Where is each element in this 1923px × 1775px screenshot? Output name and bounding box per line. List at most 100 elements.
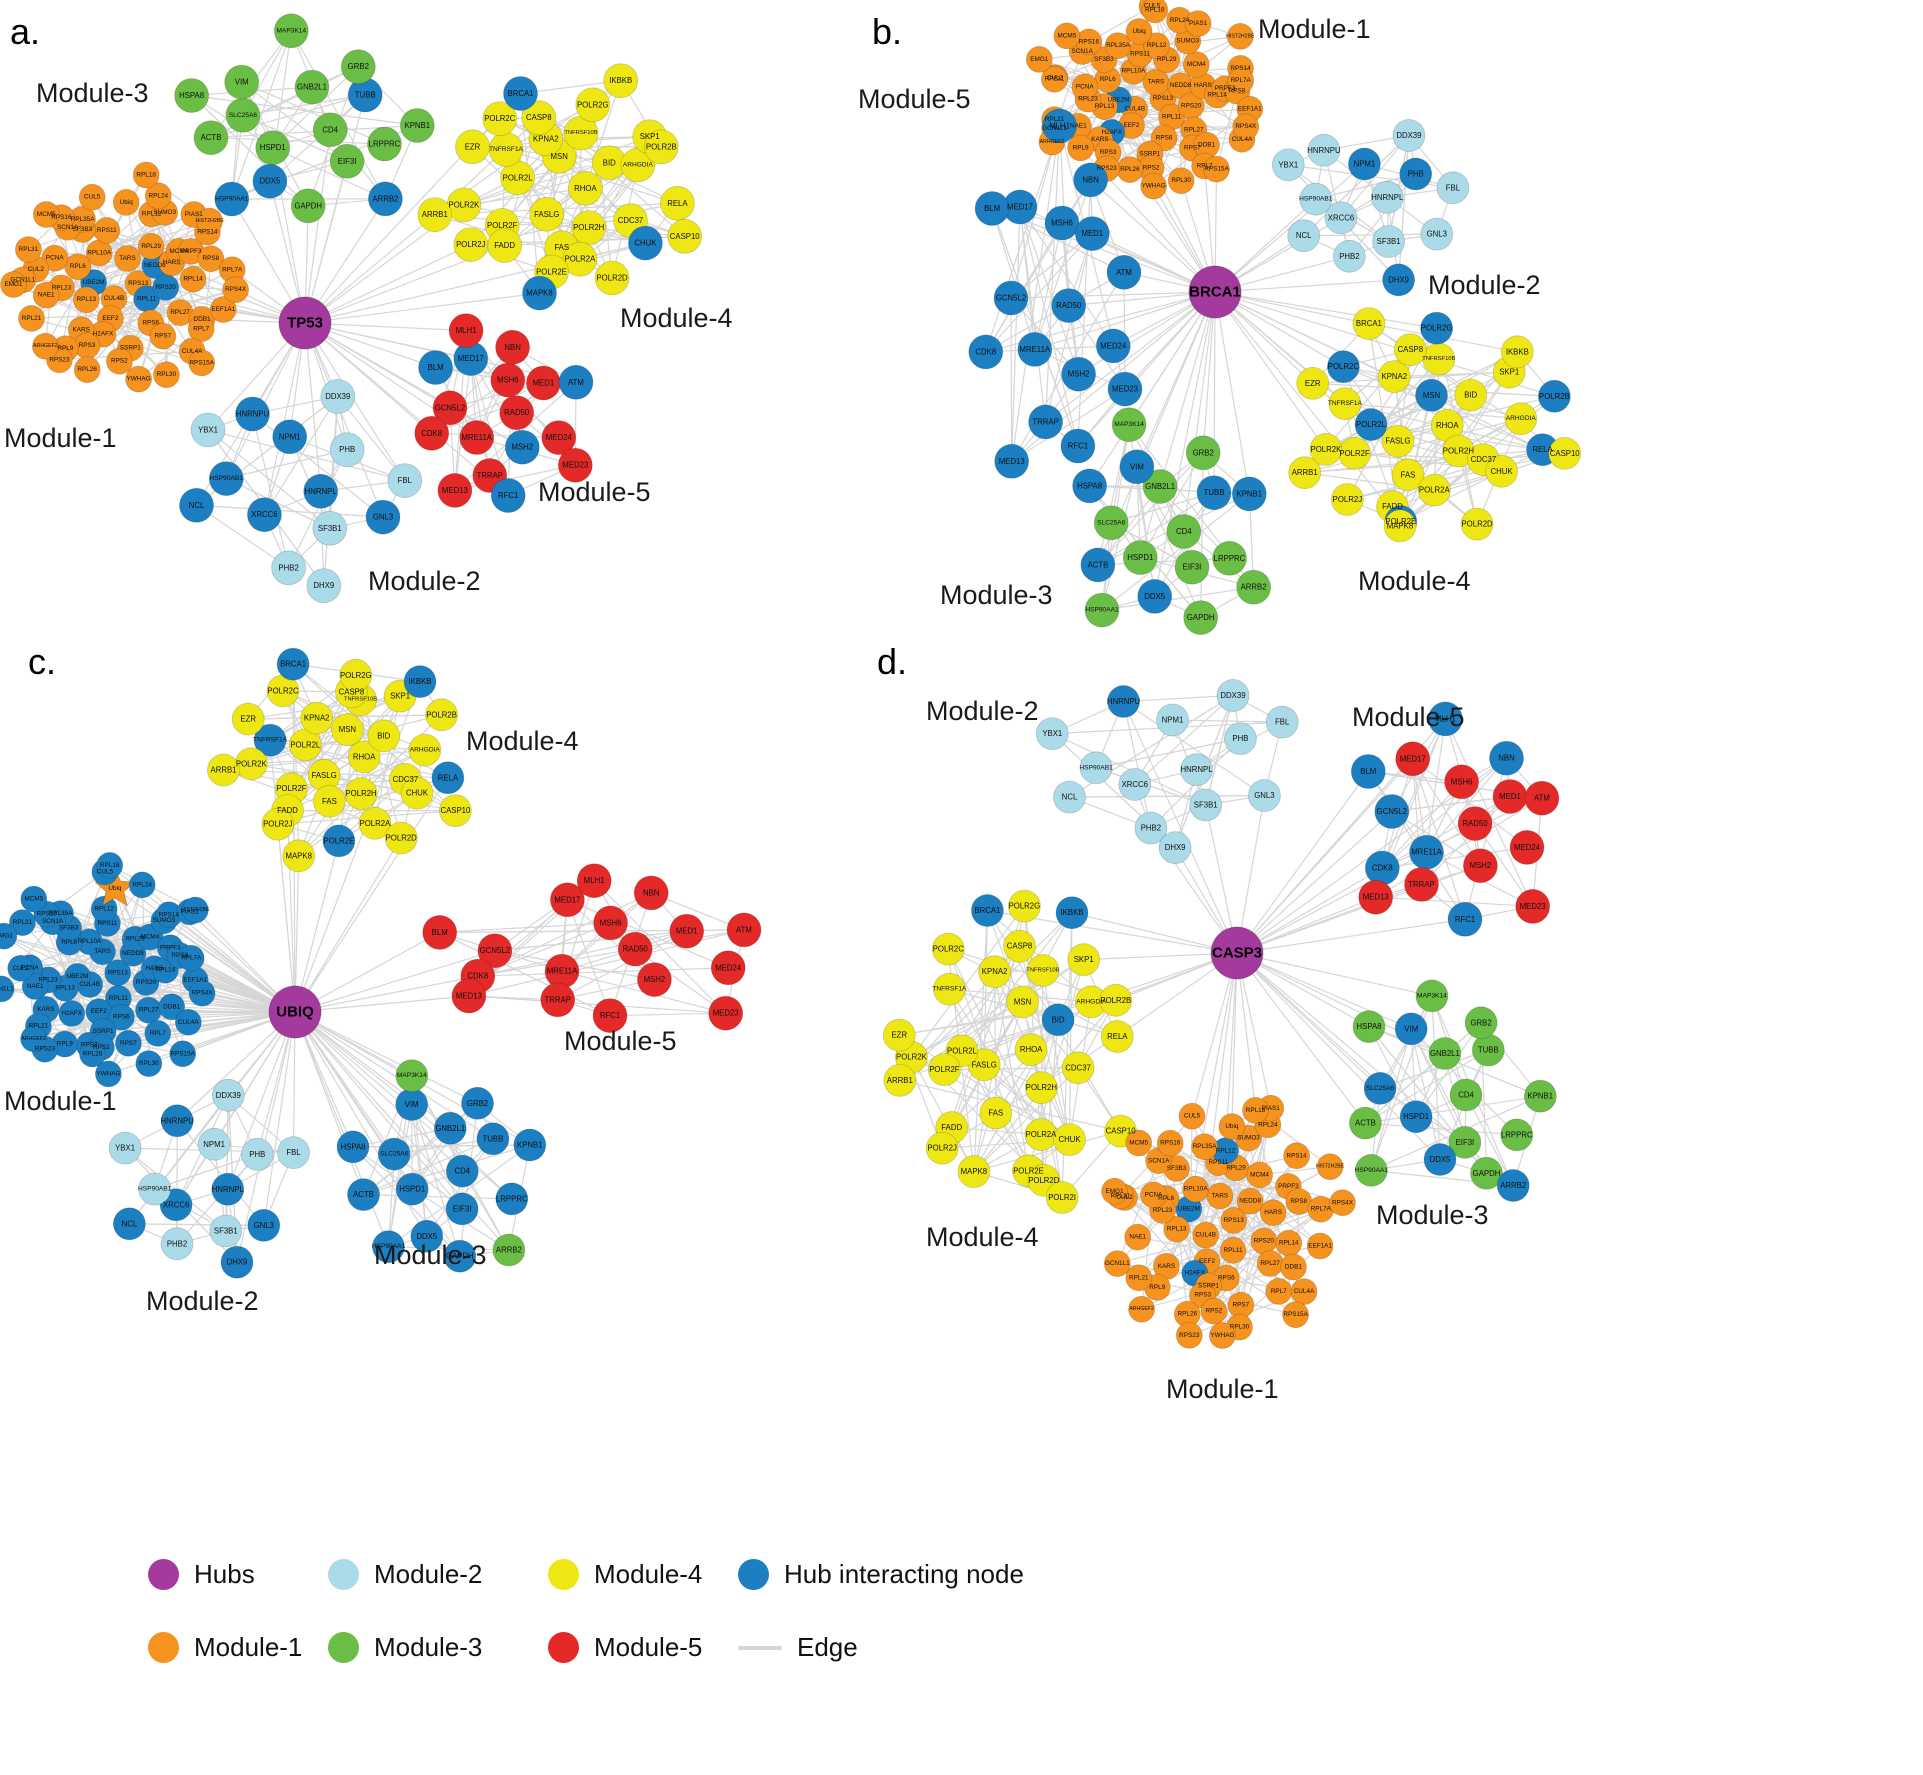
- node-label: SKP1: [1074, 955, 1094, 964]
- node-phb: [1399, 157, 1433, 191]
- node-label: YBX1: [115, 1144, 135, 1153]
- legend-item-module-5: Module-5: [548, 1632, 738, 1663]
- node-label: MCM5: [37, 211, 56, 218]
- node-eif3i: [445, 1192, 479, 1226]
- edge: [1236, 952, 1257, 1111]
- node-rpl24: [144, 182, 172, 210]
- edge: [304, 322, 384, 518]
- edge: [502, 220, 631, 226]
- edge: [251, 413, 290, 568]
- node-label: RPS16: [1160, 1140, 1181, 1147]
- node-label: RPS15A: [1283, 1311, 1308, 1318]
- node-hnrnpu: [1307, 133, 1341, 167]
- node-label: VIM: [405, 1100, 419, 1109]
- node-label: CD4: [1176, 527, 1192, 536]
- node-gapdh: [290, 188, 326, 224]
- edge: [294, 1011, 365, 1195]
- node-gapdh: [443, 1239, 477, 1273]
- node-nbn: [1489, 740, 1524, 776]
- edge: [1214, 291, 1402, 522]
- node-tars: [114, 245, 141, 272]
- node-label: GNB2L1: [1430, 1049, 1460, 1058]
- node-label: POLR2H: [345, 789, 376, 798]
- edge: [899, 1079, 1121, 1132]
- node-emg1: [1025, 46, 1053, 73]
- node-label: CDC37: [393, 775, 419, 784]
- node-mcm5: [32, 201, 60, 228]
- node-label: RPL14: [1207, 92, 1227, 99]
- node-label: HSPA8: [1357, 1022, 1382, 1031]
- node-label: GAPDH: [446, 1252, 474, 1261]
- edge: [1202, 291, 1216, 453]
- node-label: DHX9: [227, 1258, 248, 1267]
- node-cul4a: [174, 1008, 202, 1036]
- node-label: FADD: [941, 1123, 962, 1132]
- node-label: RPS3: [81, 1042, 98, 1049]
- node-label: GCN5L2: [435, 403, 465, 412]
- node-label: YWHAG: [1142, 183, 1166, 190]
- legend-label-module-5: Module-5: [594, 1632, 703, 1662]
- node-vim: [224, 64, 260, 100]
- node-label: SF3B1: [214, 1227, 238, 1236]
- node-med17: [550, 882, 585, 918]
- edge: [1117, 1202, 1343, 1265]
- node-label: RPL21: [1129, 1274, 1149, 1281]
- node-label: RPL26: [77, 366, 97, 373]
- node-label: SF3B3: [1094, 56, 1114, 63]
- node-label: MED24: [715, 963, 742, 972]
- node-label: MCM4: [169, 248, 188, 255]
- edge: [1215, 90, 1238, 170]
- node-label: RPL11: [1223, 1247, 1243, 1254]
- node-med13: [1358, 879, 1394, 915]
- node-label: NCL: [1296, 231, 1312, 240]
- node-label: RPL21: [29, 1023, 49, 1030]
- edge: [499, 118, 678, 204]
- edge: [1188, 952, 1238, 1210]
- node-actb: [1349, 1106, 1382, 1140]
- node-label: RPL26: [1178, 1311, 1198, 1318]
- node-rad50: [1051, 288, 1087, 324]
- node-label: ARRB1: [211, 766, 237, 775]
- node-fbl: [1265, 705, 1299, 739]
- node-label: MRE11A: [1019, 345, 1050, 354]
- node-label: MSH2: [511, 443, 533, 452]
- node-label: NCL: [189, 501, 205, 510]
- node-label: POLR2L: [290, 740, 321, 749]
- node-label: RPS11: [97, 227, 117, 234]
- node-label: POLR2C: [1328, 362, 1360, 371]
- module-label: Module-2: [926, 696, 1039, 726]
- node-label: TARS: [1212, 1193, 1229, 1200]
- node-rela: [1100, 1020, 1134, 1053]
- node-label: KPNB1: [517, 1141, 543, 1150]
- node-label: RPS2: [111, 358, 128, 365]
- node-ybx1: [190, 412, 226, 448]
- edge: [1398, 135, 1410, 280]
- node-label: RPL9: [57, 1041, 73, 1048]
- node-label: EIF3I: [1183, 563, 1202, 572]
- edge: [557, 930, 687, 1001]
- node-label: CASP10: [1106, 1127, 1137, 1136]
- node-label: HIST2H2BE: [181, 907, 210, 913]
- node-label: BRCA1: [280, 660, 306, 669]
- node-label: RPL35A: [1106, 42, 1131, 49]
- node-label: RPS4X: [1332, 1199, 1354, 1206]
- node-ybx1: [1035, 717, 1069, 750]
- node-label: RPS7: [155, 333, 172, 340]
- edge: [1236, 952, 1433, 997]
- node-xrcc6: [246, 497, 282, 533]
- node-dhx9: [1382, 263, 1415, 297]
- node-msh2: [637, 962, 672, 997]
- edge: [277, 824, 296, 1013]
- node-label: MED17: [1400, 754, 1426, 763]
- edge: [304, 322, 433, 434]
- node-label: RPS7: [120, 1040, 137, 1047]
- edge: [304, 244, 472, 324]
- node-atm: [726, 912, 762, 948]
- edge: [1069, 794, 1265, 798]
- edge: [1128, 291, 1216, 426]
- node-label: PIAS1: [185, 211, 204, 218]
- node-label: POLR2F: [1339, 449, 1370, 458]
- node-label: SKP1: [1499, 368, 1519, 377]
- node-eef1a1: [1306, 1232, 1334, 1260]
- node-ddb1: [1280, 1253, 1307, 1281]
